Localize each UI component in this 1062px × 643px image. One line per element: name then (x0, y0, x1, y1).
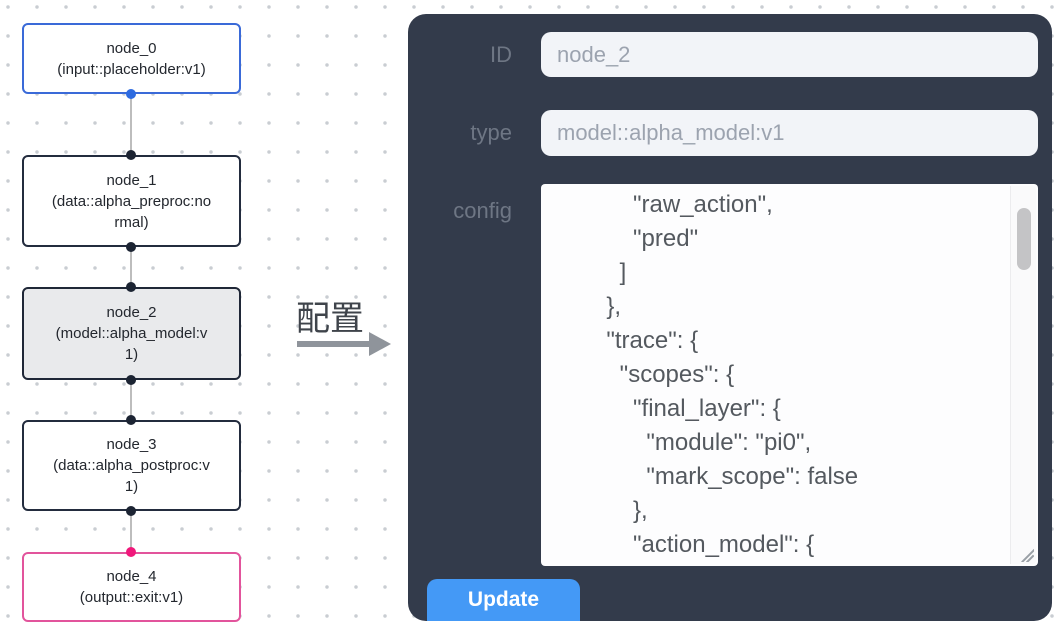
port-node0-out[interactable] (126, 89, 136, 99)
edge-node3-node4 (130, 511, 132, 552)
id-input[interactable] (541, 32, 1038, 77)
edge-node1-node2 (130, 247, 132, 287)
port-node4-in[interactable] (126, 547, 136, 557)
node-title: node_3 (106, 436, 157, 453)
node-subtitle: (input::placeholder:v1) (57, 60, 206, 78)
node-subtitle: (data::alpha_preproc:normal) (51, 192, 212, 231)
node-title: node_2 (106, 304, 157, 321)
flow-node-node_0[interactable]: node_0 (input::placeholder:v1) (22, 23, 241, 94)
update-button[interactable]: Update (427, 579, 580, 621)
node-title: node_1 (106, 171, 157, 189)
id-field-label: ID (490, 41, 512, 67)
config-field-label: config (453, 198, 512, 223)
port-node3-out[interactable] (126, 506, 136, 516)
port-node1-in[interactable] (126, 150, 136, 160)
port-node2-in[interactable] (126, 282, 136, 292)
edge-node2-node3 (130, 380, 132, 420)
config-field-row: config "raw_action", "pred" ] }, "trace"… (408, 184, 1052, 566)
flow-node-node_4[interactable]: node_4 (output::exit:v1) (22, 552, 241, 622)
node-title: node_0 (106, 39, 157, 57)
config-textarea-wrap: "raw_action", "pred" ] }, "trace": { "sc… (541, 184, 1038, 566)
arrow-line (297, 341, 369, 347)
type-field-label: type (470, 120, 512, 145)
node-config-panel: ID type config "raw_action", "pred" ] },… (408, 14, 1052, 621)
port-node1-out[interactable] (126, 242, 136, 252)
flow-node-node_3[interactable]: node_3 (data::alpha_postproc:v1) (22, 420, 241, 511)
configure-annotation-label: 配置 (296, 300, 364, 338)
arrow-head-icon (369, 332, 391, 356)
node-title: node_4 (106, 568, 157, 585)
resize-handle-icon[interactable] (1018, 546, 1034, 562)
node-subtitle: (output::exit:v1) (79, 589, 184, 606)
node-subtitle: (data::alpha_postproc:v1) (53, 457, 210, 495)
flow-node-node_1[interactable]: node_1 (data::alpha_preproc:normal) (22, 155, 241, 247)
type-input[interactable] (541, 110, 1038, 156)
scrollbar-thumb[interactable] (1017, 208, 1031, 270)
id-field-row: ID (408, 32, 1052, 77)
flow-node-node_2-selected[interactable]: node_2 (model::alpha_model:v1) (22, 287, 241, 380)
type-field-row: type (408, 110, 1052, 156)
port-node3-in[interactable] (126, 415, 136, 425)
edge-node0-node1 (130, 94, 132, 155)
node-subtitle: (model::alpha_model:v1) (55, 325, 208, 363)
config-json-textarea[interactable]: "raw_action", "pred" ] }, "trace": { "sc… (541, 184, 1038, 566)
port-node2-out[interactable] (126, 375, 136, 385)
